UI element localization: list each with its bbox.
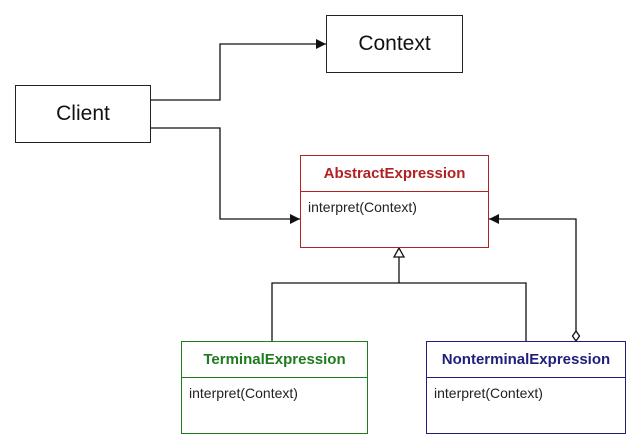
client-box: Client: [15, 85, 151, 143]
aggregation-line: [489, 214, 577, 331]
terminal-expression-class: TerminalExpression interpret(Context): [181, 341, 368, 434]
terminal-expression-method: interpret(Context): [189, 385, 298, 401]
context-label: Context: [358, 32, 431, 55]
client-label: Client: [56, 102, 110, 125]
terminal-inheritance-line: [271, 282, 399, 341]
nonterminal-inheritance-line: [399, 282, 527, 341]
inheritance-triangle: [392, 246, 406, 258]
abstract-expression-title: AbstractExpression: [301, 156, 488, 192]
aggregation-diamond: [571, 329, 581, 343]
abstract-expression-method: interpret(Context): [308, 199, 417, 215]
nonterminal-expression-title: NonterminalExpression: [427, 342, 625, 378]
client-to-context-arrow: [151, 39, 326, 101]
context-box: Context: [326, 15, 463, 73]
abstract-expression-class: AbstractExpression interpret(Context): [300, 155, 489, 248]
terminal-expression-title: TerminalExpression: [182, 342, 367, 378]
nonterminal-expression-method: interpret(Context): [434, 385, 543, 401]
nonterminal-expression-class: NonterminalExpression interpret(Context): [426, 341, 626, 434]
client-to-abstract-arrow: [151, 127, 300, 224]
